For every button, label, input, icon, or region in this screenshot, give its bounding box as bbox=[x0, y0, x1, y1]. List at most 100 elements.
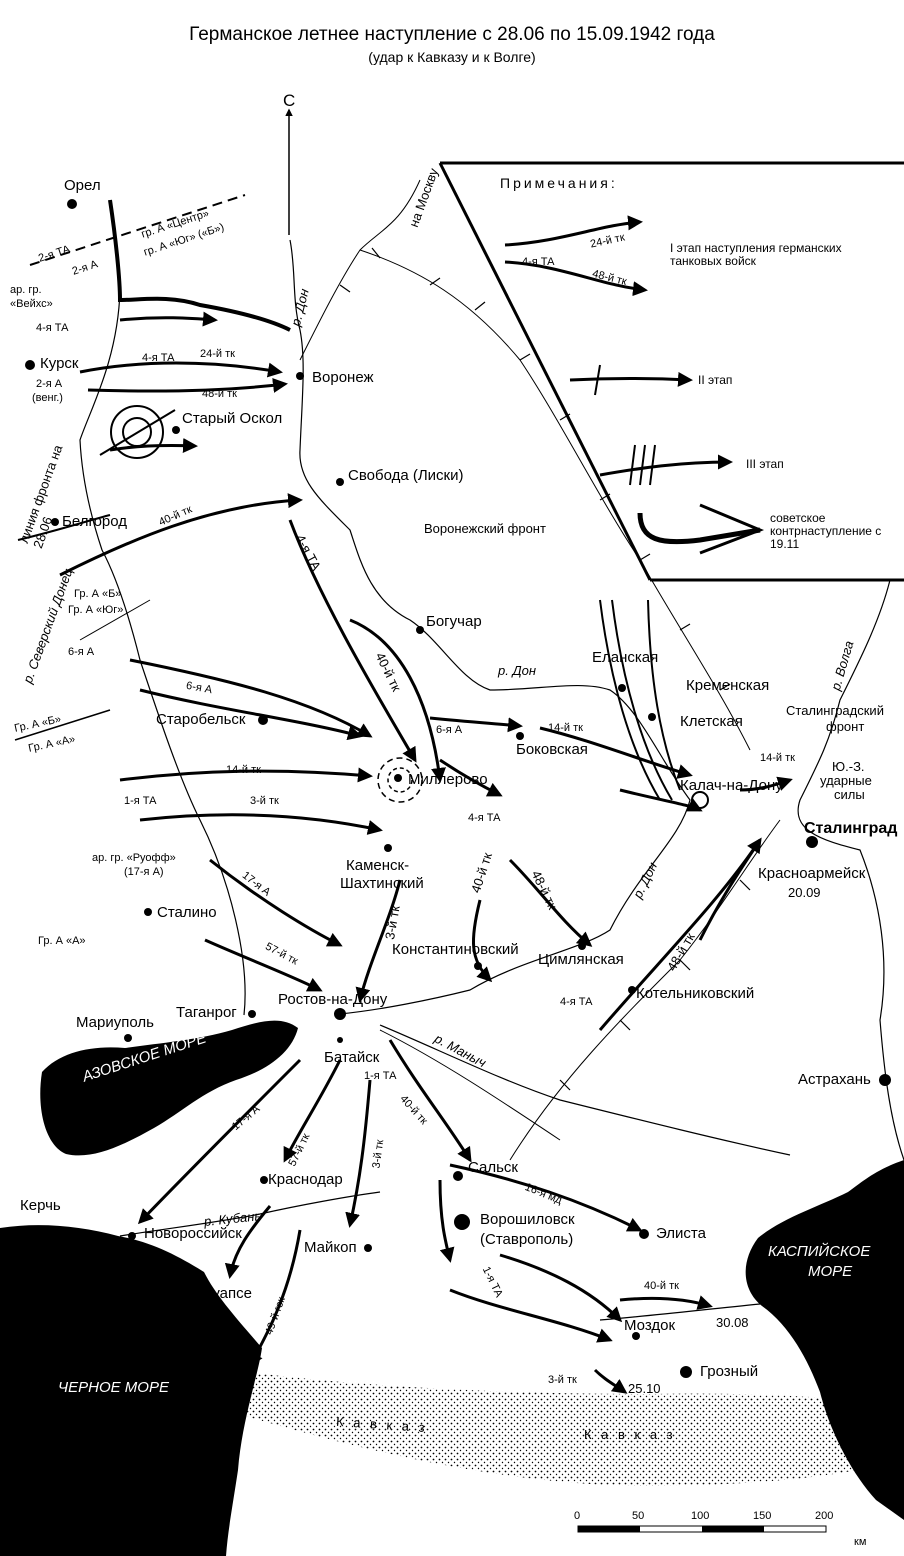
front-sw-2: ударные bbox=[820, 773, 872, 788]
city-kotelnikovsky: Котельниковский bbox=[636, 985, 755, 1002]
army-group-a-west: Гр. А «А» bbox=[38, 935, 86, 947]
city-dot-stalingrad bbox=[806, 836, 818, 848]
city-dot-kotelnikovsky bbox=[628, 986, 636, 994]
city-belgorod: Белгород bbox=[62, 513, 128, 530]
unit-ta4-arrow: 4-я ТА bbox=[142, 352, 175, 364]
attack-arrows bbox=[59, 311, 793, 1394]
river-manych bbox=[379, 1024, 791, 1156]
scale-tick-200: 200 bbox=[815, 1510, 834, 1522]
city-dot-salsk bbox=[453, 1171, 463, 1181]
city-dot-boguchar bbox=[416, 626, 424, 634]
river-don bbox=[289, 239, 691, 1015]
city-stalingrad: Сталинград bbox=[804, 820, 898, 837]
unit-tk40-mozdok: 40-й тк bbox=[644, 1280, 679, 1292]
city-krasnoarmeysk: Красноармейск bbox=[758, 865, 866, 882]
caucasus-range bbox=[232, 1370, 894, 1486]
city-elista: Элиста bbox=[656, 1225, 706, 1242]
city-kerch: Керчь bbox=[20, 1197, 61, 1214]
army-group-ruoff-2: (17-я А) bbox=[124, 866, 164, 878]
city-dot-tsimlyanskaya bbox=[578, 942, 586, 950]
city-voroshilovsk-2: (Ставрополь) bbox=[480, 1231, 574, 1248]
unit-ta4-south: 4-я ТА bbox=[468, 812, 501, 824]
city-tuapse: Туапсе bbox=[204, 1285, 252, 1302]
city-taganrog: Таганрог bbox=[176, 1004, 237, 1021]
legend-symbols bbox=[504, 215, 765, 555]
city-dot-stary-oskol bbox=[172, 426, 180, 434]
city-dot-tuapse bbox=[175, 1279, 197, 1301]
millerovo-symbol bbox=[377, 757, 423, 803]
city-dot-rostov bbox=[334, 1008, 346, 1020]
legend-item-stage2: II этап bbox=[698, 373, 733, 387]
unit-a6-left: 6-я А bbox=[68, 646, 95, 658]
city-svoboda: Свобода (Лиски) bbox=[348, 467, 464, 484]
city-dot-kamensk bbox=[384, 844, 392, 852]
city-dot-astrakhan bbox=[879, 1074, 891, 1086]
army-group-yug: Гр. А «Юг» bbox=[68, 604, 124, 616]
city-kursk: Курск bbox=[40, 355, 79, 372]
city-kalach: Калач-на-Дону bbox=[680, 777, 783, 794]
army-group-ruoff-1: ар. гр. «Руофф» bbox=[92, 852, 176, 864]
city-krasnoarmeysk-date: 20.09 bbox=[788, 885, 821, 900]
unit-ta4-left: 4-я ТА bbox=[36, 322, 69, 334]
city-astrakhan: Астрахань bbox=[798, 1071, 871, 1088]
city-dot-elista bbox=[639, 1229, 649, 1239]
legend-item-counteroffensive: советское контрнаступление с 19.11 bbox=[770, 511, 882, 552]
city-starobelsk: Старобельск bbox=[156, 711, 246, 728]
unit-ta1-left: 1-я ТА bbox=[124, 795, 157, 807]
unit-tk24: 24-й тк bbox=[200, 348, 235, 360]
scale-tick-50: 50 bbox=[632, 1510, 645, 1522]
city-dot-bataysk bbox=[337, 1037, 343, 1043]
map-title: Германское летнее наступление с 28.06 по… bbox=[189, 24, 715, 45]
city-dot-maykop bbox=[364, 1244, 372, 1252]
counteroffensive-arrows bbox=[599, 599, 762, 941]
city-dot-svoboda bbox=[336, 478, 344, 486]
city-boguchar: Богучар bbox=[426, 613, 482, 630]
city-dot-krasnodar bbox=[260, 1176, 268, 1184]
city-dot-voroshilovsk bbox=[454, 1214, 470, 1230]
boundary-center bbox=[29, 194, 246, 266]
city-kremenskaya: Кременская bbox=[686, 677, 770, 694]
front-stalingrad-2: фронт bbox=[826, 719, 865, 734]
boundary-b-a bbox=[14, 709, 111, 741]
sea-black: ЧЕРНОЕ МОРЕ bbox=[58, 1379, 169, 1396]
city-millerovo: Миллерово bbox=[408, 771, 488, 788]
city-dot-orel bbox=[67, 199, 77, 209]
city-dot-mariupol bbox=[124, 1034, 132, 1042]
unit-tk14-stal: 14-й тк bbox=[760, 752, 795, 764]
railways bbox=[299, 179, 781, 1161]
city-novorossiysk: Новороссийск bbox=[144, 1225, 242, 1242]
unit-a2-hung-1: 2-я А bbox=[36, 378, 63, 390]
unit-tk48: 48-й тк bbox=[202, 388, 237, 400]
city-dot-novorossiysk bbox=[128, 1232, 136, 1240]
army-group-b: Гр. А «Б» bbox=[74, 588, 122, 600]
city-stary-oskol: Старый Оскол bbox=[182, 410, 283, 427]
azov-sea bbox=[40, 1020, 299, 1156]
city-voroshilovsk-1: Ворошиловск bbox=[480, 1211, 575, 1228]
city-kamensk-1: Каменск- bbox=[346, 857, 410, 874]
black-sea bbox=[0, 1225, 262, 1556]
encirclement-symbol bbox=[99, 405, 176, 459]
unit-tk3-grozny: 3-й тк bbox=[548, 1374, 577, 1386]
city-dot-voronezh bbox=[296, 372, 304, 380]
boundary-b-yug bbox=[79, 599, 151, 641]
unit-a6-right: 6-я А bbox=[436, 724, 463, 736]
map-subtitle: (удар к Кавказу и к Волге) bbox=[368, 49, 536, 65]
city-salsk: Сальск bbox=[468, 1159, 518, 1176]
legend-heading: Примечания: bbox=[500, 175, 618, 191]
city-tsimlyanskaya: Цимлянская bbox=[538, 951, 624, 968]
city-stalino: Сталино bbox=[157, 904, 217, 921]
river-kuban bbox=[119, 1191, 381, 1237]
front-sw-1: Ю.-З. bbox=[832, 759, 865, 774]
city-dot-elanskaya bbox=[618, 684, 626, 692]
city-bokovskaya: Боковская bbox=[516, 741, 588, 758]
legend-border-diag bbox=[438, 162, 652, 581]
city-dot-kursk bbox=[25, 360, 35, 370]
unit-a2-hung-2: (венг.) bbox=[32, 392, 63, 404]
rail-south bbox=[379, 1029, 561, 1141]
scale-bar bbox=[577, 1525, 827, 1533]
city-rostov: Ростов-на-Дону bbox=[278, 991, 388, 1008]
unit-tk3-left: 3-й тк bbox=[250, 795, 279, 807]
north-label: С bbox=[283, 91, 296, 110]
city-maykop: Майкоп bbox=[304, 1239, 357, 1256]
